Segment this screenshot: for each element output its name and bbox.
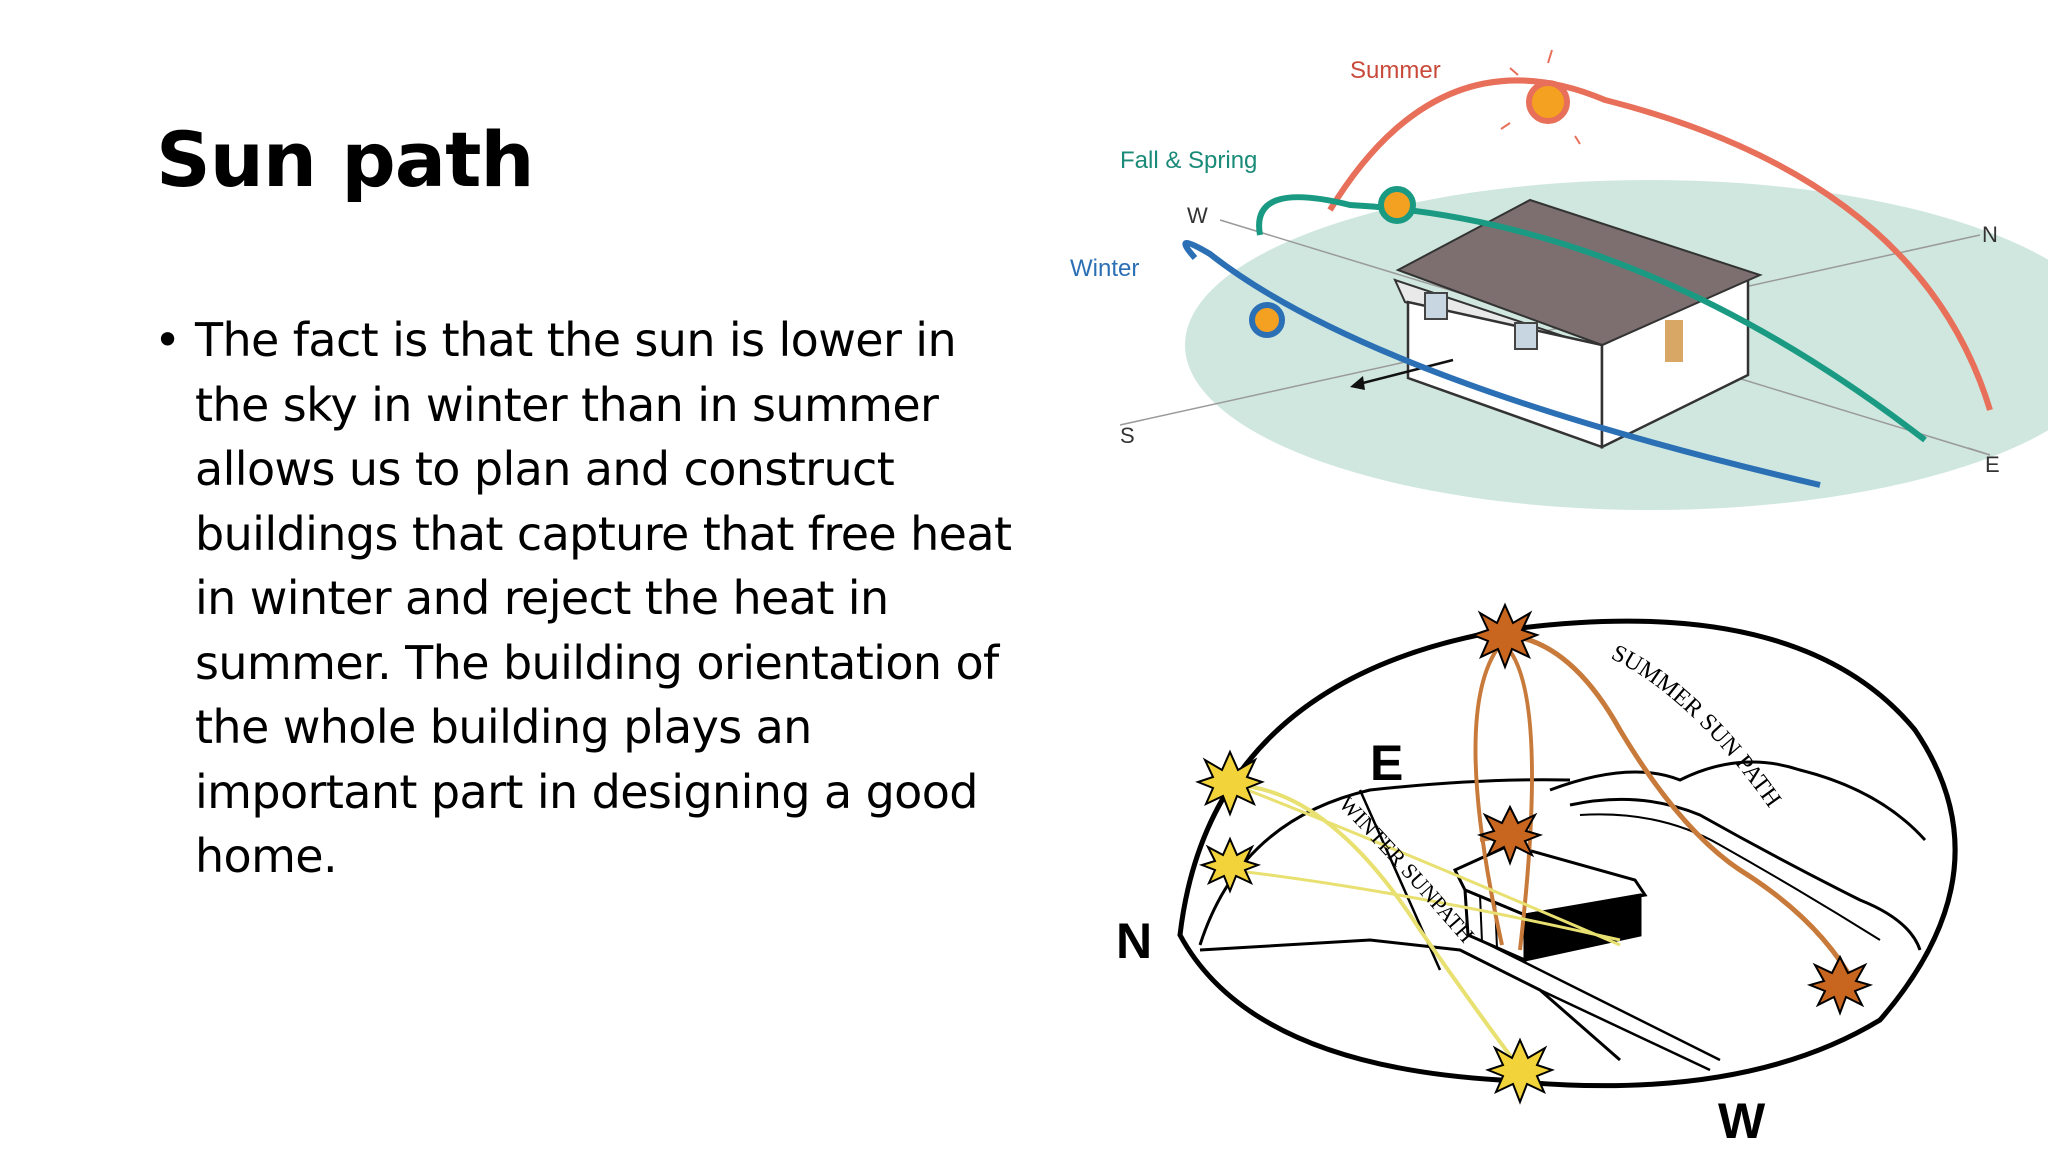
house-window (1514, 322, 1538, 350)
horizon-hills (1569, 797, 1922, 951)
label-fall-spring: Fall & Spring (1120, 147, 1257, 174)
ground-line (1479, 938, 1721, 1062)
winter-sun-path (1229, 868, 1621, 942)
horizon-hills (1549, 760, 1927, 842)
compass-line-s-n (1119, 234, 1981, 426)
sky-dome (1177, 618, 1958, 1089)
sun-icon (1500, 49, 1581, 145)
label-east: E (1370, 735, 1403, 791)
summer-sun-path (1503, 643, 1534, 951)
label-summer: Summer (1350, 57, 1441, 84)
house-door (1665, 320, 1683, 362)
slide-title: Sun path (156, 115, 535, 204)
ground-line (1539, 988, 1711, 1072)
horizon-hills (1579, 813, 1881, 941)
label-winter: Winter (1070, 255, 1139, 282)
ground-outline (1199, 938, 1621, 1062)
bullet-list: The fact is that the sun is lower in the… (150, 308, 1030, 889)
south-arrow (1350, 358, 1454, 390)
summer-sun-path (1473, 643, 1504, 946)
winter-sun-path (1234, 783, 1527, 1077)
sun-path-dome-diagram: E N W SUMMER SUN PATH WINTER SUNPATH (1116, 602, 1958, 1149)
label-south: S (1120, 423, 1135, 448)
label-east: E (1985, 452, 2000, 477)
label-north: N (1982, 222, 1998, 247)
fall-spring-sun-path (1256, 194, 1927, 443)
label-west: W (1718, 1093, 1766, 1149)
bullet-item: The fact is that the sun is lower in the… (150, 308, 1030, 889)
sun-icon (1249, 302, 1285, 338)
winter-sun-path (1182, 240, 1821, 488)
sun-icon (1806, 954, 1874, 1016)
label-west: W (1187, 203, 1208, 228)
house-window (1424, 292, 1448, 320)
sun-icon (1470, 602, 1540, 670)
label-summer-sun-path: SUMMER SUN PATH (1607, 640, 1786, 812)
sun-icon (1476, 804, 1544, 866)
sun-icon (1378, 186, 1416, 224)
winter-sun-path (1234, 783, 1621, 947)
compass-tick-e (1967, 447, 1991, 456)
sun-icon (1195, 749, 1265, 817)
sun-path-isometric-diagram: Summer Fall & Spring Winter W N S E (1070, 49, 2048, 510)
summer-sun-path (1327, 77, 1993, 411)
summer-sun-path (1504, 632, 1858, 987)
label-north: N (1116, 913, 1152, 969)
sun-icon (1485, 1037, 1555, 1105)
sun-icon (1198, 836, 1262, 894)
